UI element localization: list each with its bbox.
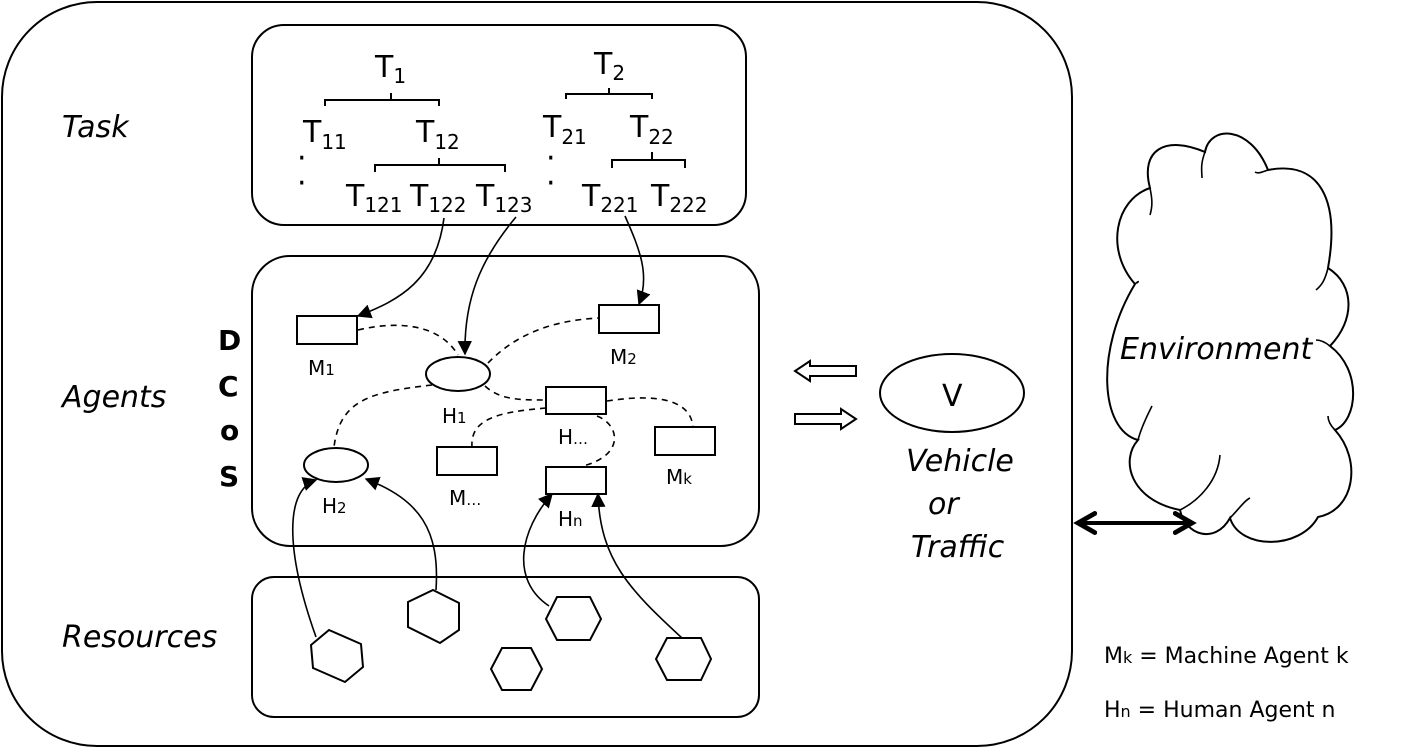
task-t11: T11 — [302, 115, 347, 154]
vehicle-node[interactable] — [879, 353, 1025, 433]
arrow-t123-to-h1 — [457, 216, 517, 356]
label-hn: Hn — [558, 507, 583, 531]
resource-allocation-arrows — [291, 476, 683, 639]
label-h2: H2 — [322, 494, 347, 518]
arrow-left-hollow — [793, 359, 857, 383]
cloud-fold — [1229, 497, 1251, 519]
label-h1: H1 — [442, 404, 467, 428]
dcos-letter-s: S — [219, 460, 239, 493]
task-t22: T22 — [629, 110, 674, 149]
traffic-label: Traffic — [911, 530, 1005, 565]
link-h1-h2 — [333, 384, 433, 448]
task-t122: T122 — [409, 179, 467, 217]
arrow-t221-to-m2 — [624, 215, 651, 306]
label-h-more: H… — [558, 425, 588, 449]
resource-node[interactable] — [407, 588, 460, 645]
legend-human-agent: Hn = Human Agent n — [1104, 698, 1336, 723]
collaboration-links — [333, 317, 694, 467]
task-t221: T221 — [581, 179, 639, 217]
link-h1-hmore — [484, 385, 547, 401]
ellipsis-dot: · — [546, 141, 556, 176]
link-m1-h1 — [357, 324, 459, 356]
task-box — [251, 24, 747, 226]
arrow-t122-to-m1 — [356, 217, 445, 319]
task-t21: T21 — [542, 110, 587, 149]
machine-agent-m-more[interactable] — [436, 446, 498, 476]
bracket-t2 — [565, 88, 653, 99]
label-m-more: M… — [449, 486, 481, 510]
task-t2: T2 — [593, 47, 625, 85]
task-layer-label: Task — [62, 110, 130, 145]
environment-label: Environment — [1120, 332, 1313, 367]
link-h1-m2 — [487, 317, 600, 364]
ellipsis-dot: · — [297, 166, 307, 201]
dcos-letter-c: C — [218, 370, 239, 403]
bracket-t12 — [374, 158, 506, 172]
task-t121: T121 — [345, 179, 403, 217]
arrow-resource-to-h2 — [364, 476, 438, 591]
resource-nodes — [309, 588, 713, 691]
cloud-fold — [1134, 280, 1140, 285]
vehicle-symbol: V — [942, 379, 963, 414]
cloud-fold — [1200, 151, 1206, 179]
label-m1: M1 — [308, 356, 335, 380]
ellipsis-dot: · — [546, 166, 556, 201]
machine-agent-mk[interactable] — [654, 426, 716, 456]
task-tree: T1 T2 T11 T12 T21 T22 T121 T122 T123 T22… — [297, 47, 708, 217]
resource-node[interactable] — [654, 637, 713, 681]
arrow-resource-to-hn — [522, 492, 553, 607]
cloud-fold — [1315, 339, 1331, 347]
dcos-letter-o: o — [220, 414, 239, 447]
task-allocation-arrows — [356, 215, 651, 356]
task-t1: T1 — [374, 50, 406, 88]
vehicle-label: Vehicle — [906, 444, 1014, 479]
human-agent-h-more[interactable] — [545, 386, 607, 415]
task-t12: T12 — [415, 115, 460, 154]
machine-agent-m2[interactable] — [598, 304, 660, 334]
label-mk: Mk — [666, 465, 692, 489]
agents-box — [251, 255, 760, 547]
cloud-fold — [1327, 415, 1336, 431]
agents-layer-label: Agents — [60, 380, 166, 415]
task-t222: T222 — [650, 179, 708, 217]
resource-node[interactable] — [544, 596, 603, 641]
ellipsis-dot: · — [297, 141, 307, 176]
link-hmore-mmore — [471, 407, 547, 448]
cloud-fold — [1315, 267, 1329, 291]
link-hmore-mk — [606, 397, 694, 428]
cloud-fold — [1254, 169, 1269, 174]
cloud-fold — [1149, 187, 1153, 216]
resources-box — [251, 576, 760, 718]
machine-agent-m1[interactable] — [296, 315, 358, 345]
dcos-letter-d: D — [218, 324, 241, 357]
system-boundary — [1, 1, 1073, 747]
cloud-fold — [1179, 454, 1221, 511]
legend-machine-agent: Mk = Machine Agent k — [1104, 644, 1349, 669]
human-agent-h1[interactable] — [425, 356, 491, 392]
bracket-t1 — [324, 93, 440, 106]
resource-node[interactable] — [489, 647, 544, 691]
human-agent-h2[interactable] — [303, 447, 369, 483]
human-agent-hn[interactable] — [545, 466, 607, 495]
arrow-resource-to-hn — [591, 492, 683, 639]
label-m2: M2 — [610, 345, 637, 369]
resource-node[interactable] — [309, 628, 365, 684]
cloud-fold — [1137, 405, 1153, 441]
arrow-right-hollow — [794, 407, 858, 431]
task-t123: T123 — [475, 179, 533, 217]
bracket-t22 — [611, 152, 686, 168]
resources-layer-label: Resources — [62, 620, 217, 655]
arrow-resource-to-h2 — [291, 477, 318, 638]
vehicle-or-label: or — [928, 487, 960, 522]
